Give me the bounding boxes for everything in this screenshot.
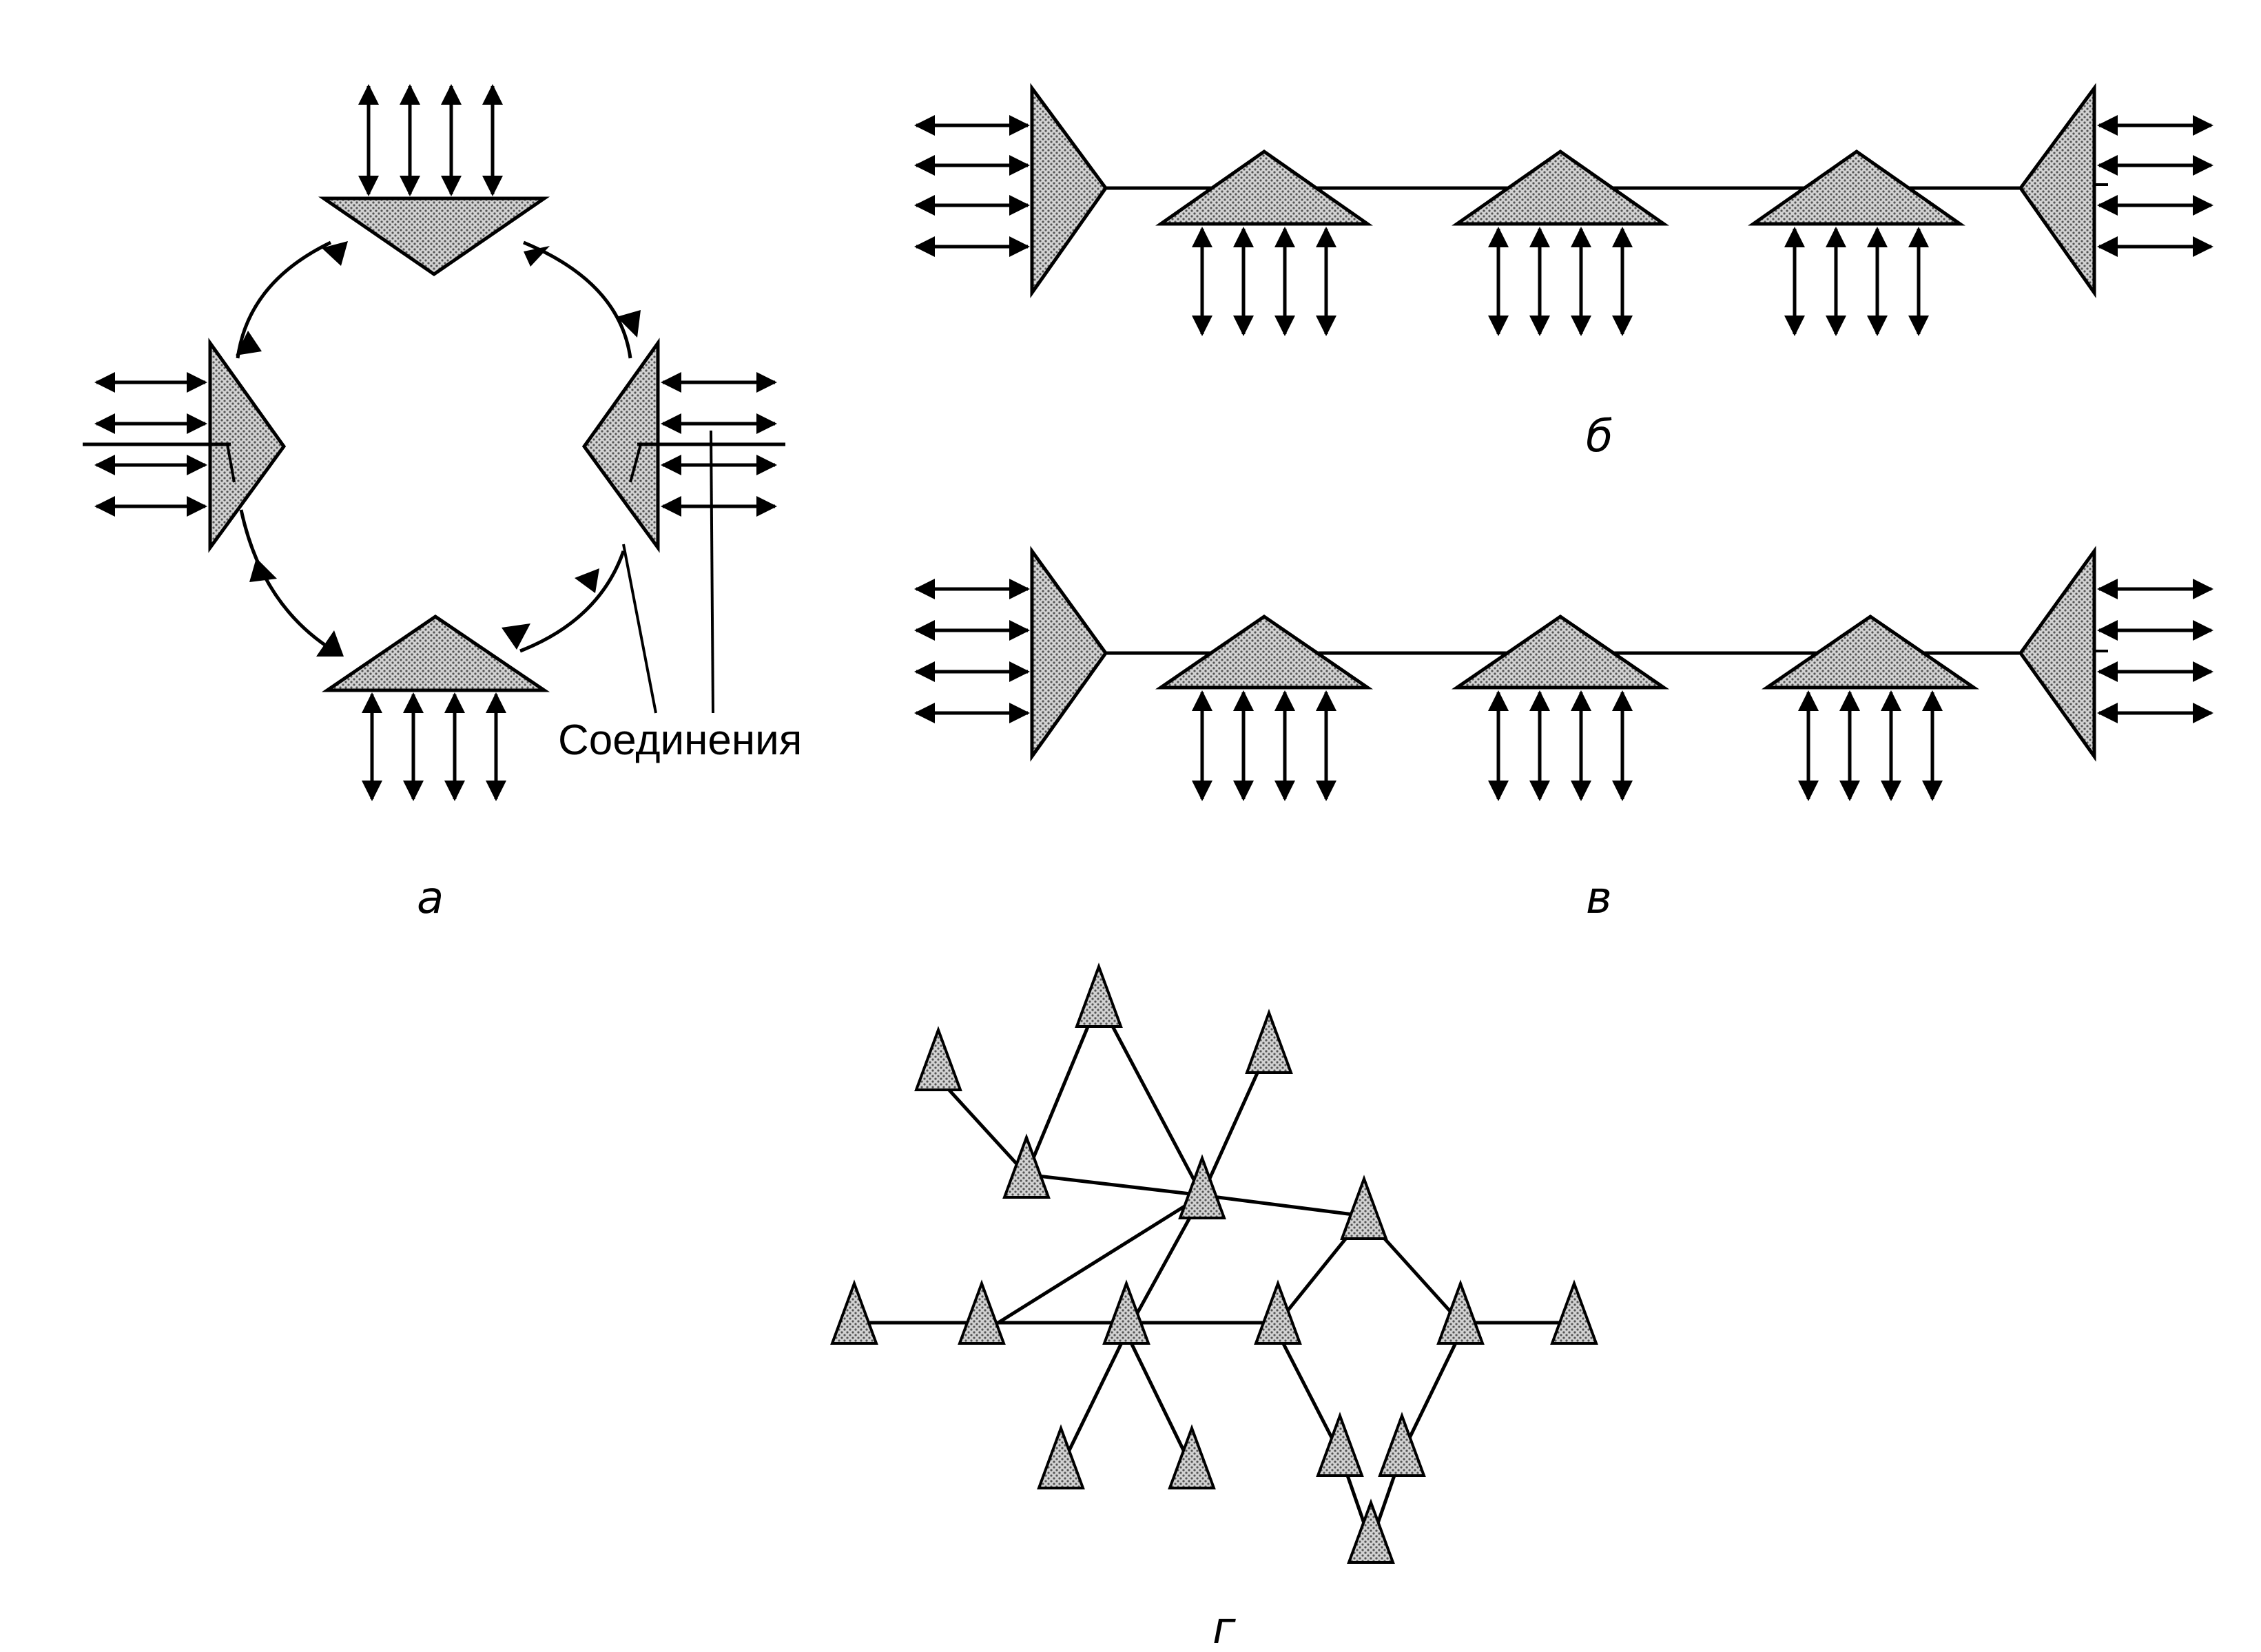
ring-arrow-icon <box>249 558 277 582</box>
panel-label-b: б <box>1586 411 1613 462</box>
mesh-node <box>1340 1175 1388 1240</box>
bus-v-node-3 <box>1761 614 1980 801</box>
ring-links <box>236 240 641 657</box>
panel-label-g: г <box>1212 1603 1236 1652</box>
mesh-node <box>1316 1412 1364 1477</box>
mesh-node <box>914 1026 962 1091</box>
mesh-node <box>1436 1279 1485 1345</box>
connections-label: Соединения <box>558 716 802 764</box>
ring-arrow-icon <box>316 630 344 657</box>
ring-arrow-icon <box>575 568 599 593</box>
mesh-node <box>1075 962 1123 1028</box>
ring-node-left <box>83 338 287 553</box>
bus-v-end-node-left <box>914 546 1108 762</box>
ring-topology-panel: Соединения а <box>83 84 802 924</box>
mesh-node <box>1168 1424 1216 1489</box>
mesh-node <box>1102 1279 1150 1345</box>
ring-arrow-icon <box>236 331 262 355</box>
mesh-node <box>958 1279 1006 1345</box>
mesh-node <box>830 1279 878 1345</box>
mesh-node <box>1378 1412 1426 1477</box>
mesh-node <box>1550 1279 1598 1345</box>
ring-arrow-icon <box>617 310 641 338</box>
mesh-links <box>854 999 1574 1544</box>
ring-node-top <box>318 84 550 277</box>
mesh-node <box>1254 1279 1302 1345</box>
ring-node-right <box>581 338 785 553</box>
mesh-node <box>1178 1154 1226 1219</box>
bus-topology-panel-b: б <box>914 83 2213 462</box>
panel-label-a: а <box>417 873 444 924</box>
ring-arrow-icon <box>322 241 348 266</box>
mesh-node <box>1347 1498 1395 1564</box>
ring-arrow-icon <box>502 623 530 650</box>
panel-label-v: в <box>1586 873 1612 924</box>
bus-b-end-node-left <box>914 83 1108 298</box>
bus-topology-panel-v: в <box>914 546 2213 924</box>
bus-b-end-node-right <box>2018 83 2213 298</box>
ring-arrow-icon <box>524 246 550 267</box>
bus-v-node-1 <box>1155 614 1374 801</box>
bus-b-node-1 <box>1155 149 1373 336</box>
mesh-topology-panel: г <box>830 962 1598 1652</box>
mesh-node <box>1037 1424 1085 1489</box>
bus-v-end-node-right <box>2018 546 2213 762</box>
connections-callout: Соединения <box>558 430 802 764</box>
mesh-node <box>1245 1009 1293 1074</box>
mesh-node <box>1002 1133 1051 1199</box>
mesh-nodes <box>830 962 1598 1564</box>
bus-b-node-2 <box>1452 149 1669 336</box>
bus-b-node-3 <box>1748 149 1965 336</box>
ring-node-bottom <box>321 614 550 801</box>
bus-v-node-2 <box>1451 614 1670 801</box>
